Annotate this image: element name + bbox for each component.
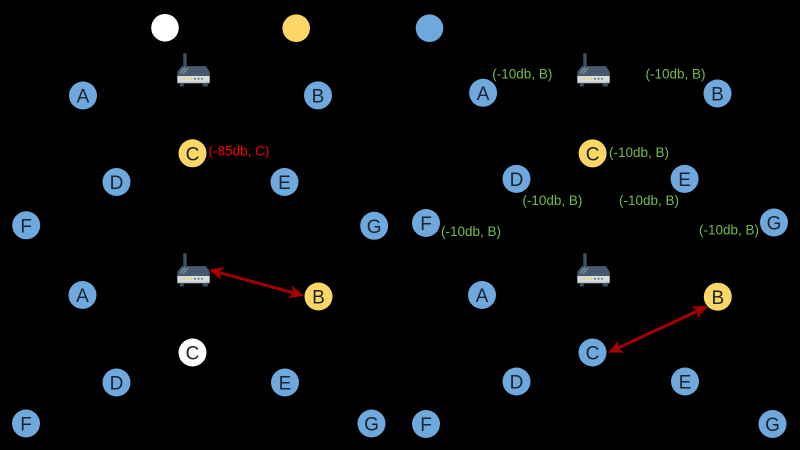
- svg-text:C: C: [586, 145, 600, 166]
- svg-text:B: B: [312, 87, 325, 108]
- svg-text:F: F: [20, 217, 32, 238]
- svg-text:(-10db, B): (-10db, B): [609, 145, 669, 160]
- svg-text:A: A: [476, 286, 489, 307]
- svg-text:C: C: [586, 344, 600, 365]
- svg-text:A: A: [77, 87, 90, 108]
- svg-text:F: F: [420, 214, 432, 235]
- svg-text:C: C: [186, 145, 200, 166]
- svg-text:A: A: [76, 286, 89, 307]
- svg-text:F: F: [420, 415, 432, 436]
- svg-text:B: B: [312, 288, 325, 309]
- svg-text:B: B: [711, 288, 724, 309]
- svg-text:E: E: [678, 170, 691, 191]
- svg-text:E: E: [278, 173, 291, 194]
- svg-text:G: G: [364, 415, 379, 436]
- svg-text:(-85db, C): (-85db, C): [209, 143, 270, 158]
- svg-text:(-10db, B): (-10db, B): [522, 193, 582, 208]
- svg-text:D: D: [510, 170, 524, 191]
- svg-text:(-10db, B): (-10db, B): [619, 193, 679, 208]
- svg-text:D: D: [110, 173, 124, 194]
- svg-text:C: C: [186, 344, 200, 365]
- svg-text:D: D: [110, 374, 124, 395]
- svg-text:B: B: [711, 85, 724, 106]
- svg-text:F: F: [20, 415, 32, 436]
- svg-text:G: G: [367, 217, 382, 238]
- svg-text:G: G: [765, 415, 780, 436]
- svg-text:E: E: [279, 374, 292, 395]
- svg-text:(-10db, B): (-10db, B): [441, 224, 501, 239]
- svg-text:A: A: [477, 84, 490, 105]
- svg-text:E: E: [679, 373, 692, 394]
- svg-text:D: D: [510, 373, 524, 394]
- svg-text:(-10db, B): (-10db, B): [699, 222, 759, 237]
- svg-text:G: G: [767, 214, 782, 235]
- svg-text:(-10db, B): (-10db, B): [646, 67, 706, 82]
- svg-text:(-10db, B): (-10db, B): [492, 66, 552, 81]
